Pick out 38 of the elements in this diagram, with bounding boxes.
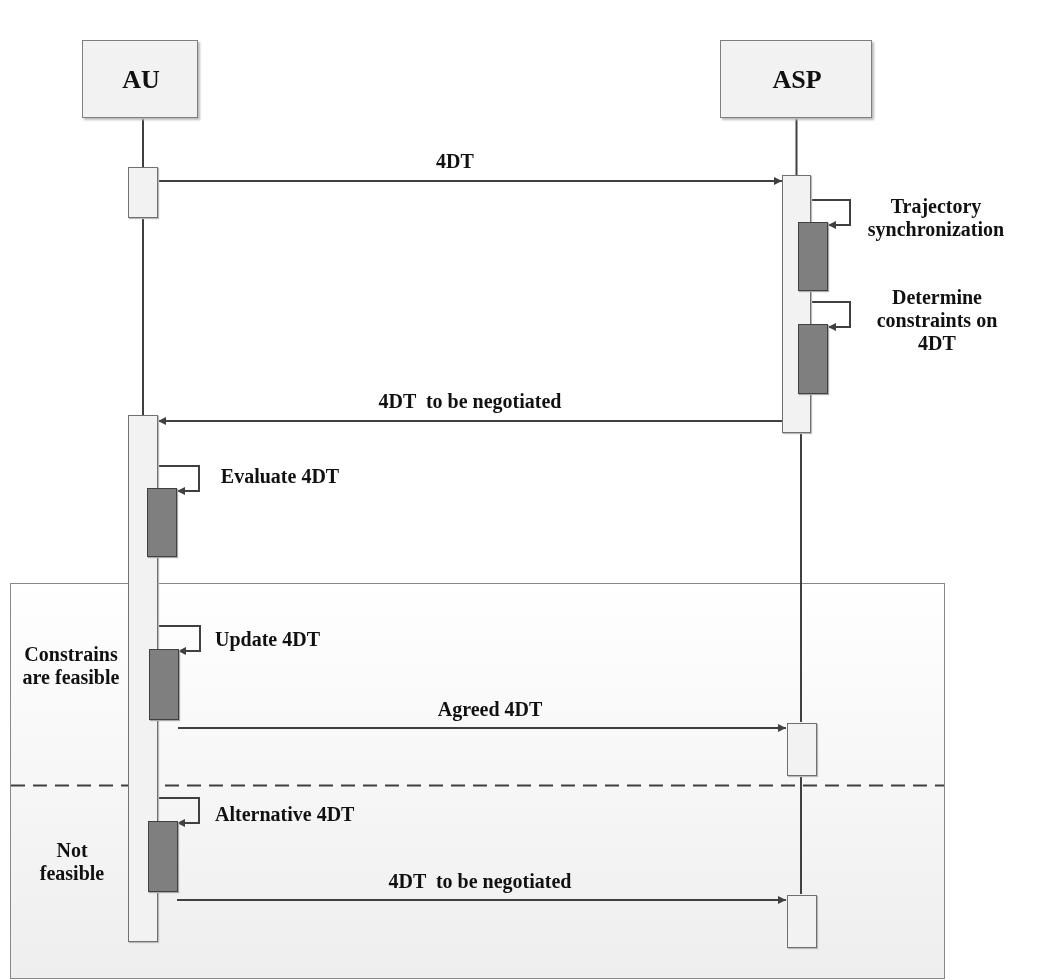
execution-bar bbox=[798, 222, 828, 291]
guard-condition: Not feasible bbox=[38, 838, 106, 886]
self-message-arrow bbox=[810, 199, 851, 229]
lifeline-head-box bbox=[82, 40, 198, 118]
lifeline bbox=[800, 774, 802, 895]
execution-bar bbox=[149, 649, 179, 720]
self-message-arrow bbox=[157, 465, 200, 495]
message-label: Trajectory synchronization bbox=[866, 195, 1006, 241]
execution-bar bbox=[148, 821, 178, 892]
activation-bar bbox=[787, 723, 817, 776]
message-arrow bbox=[157, 417, 783, 425]
message-label: Update 4DT bbox=[215, 628, 321, 651]
lifeline bbox=[795, 117, 798, 176]
guard-condition: Constrains are feasible bbox=[21, 642, 121, 690]
message-arrow bbox=[176, 896, 787, 904]
self-message-arrow bbox=[810, 301, 851, 331]
lifeline-head-box bbox=[720, 40, 872, 118]
activation-bar bbox=[787, 895, 817, 948]
message-label: Alternative 4DT bbox=[215, 803, 356, 826]
execution-bar bbox=[147, 488, 177, 557]
message-label: 4DT to be negotiated bbox=[387, 870, 573, 893]
message-label: 4DT to be negotiated bbox=[377, 390, 563, 413]
message-label: Evaluate 4DT bbox=[219, 465, 341, 488]
participant-name: ASP bbox=[771, 64, 823, 97]
self-message-arrow bbox=[157, 797, 200, 827]
message-arrow bbox=[177, 724, 787, 732]
execution-bar bbox=[798, 324, 828, 394]
participant-name: AU bbox=[121, 64, 161, 97]
fragment-frame bbox=[10, 583, 945, 979]
lifeline bbox=[142, 117, 144, 168]
message-label: Agreed 4DT bbox=[436, 698, 544, 721]
lifeline bbox=[800, 432, 802, 723]
activation-bar bbox=[128, 167, 158, 218]
lifeline bbox=[142, 217, 144, 416]
self-message-arrow bbox=[157, 625, 201, 655]
message-arrow bbox=[157, 177, 783, 185]
message-label: 4DT bbox=[435, 150, 475, 173]
message-label: Determine constraints on 4DT bbox=[875, 286, 999, 355]
